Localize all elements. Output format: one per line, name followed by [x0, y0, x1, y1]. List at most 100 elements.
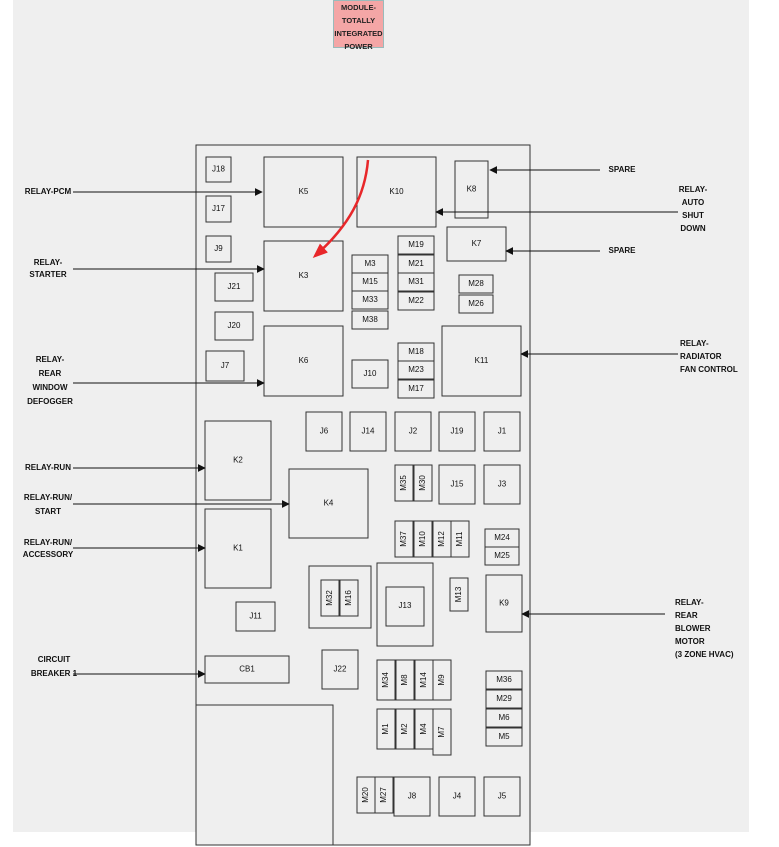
callout-line: RADIATOR	[680, 352, 722, 361]
component-M30-box	[413, 464, 433, 502]
callout-line: AUTO	[682, 198, 705, 207]
component-J7-box	[205, 350, 245, 382]
component-M19: M19	[397, 235, 435, 255]
component-M16-box	[339, 579, 359, 617]
component-M35-label: M35	[399, 475, 408, 491]
component-K1-box	[204, 508, 272, 589]
component-M35-box	[394, 464, 414, 502]
module-title-line-1: MODULE-	[341, 3, 376, 12]
component-K3-label: K3	[299, 271, 309, 280]
callout-line: RELAY-PCM	[25, 187, 72, 196]
component-M23-label: M23	[408, 365, 424, 374]
component-J8: J8	[393, 776, 431, 817]
component-M22-label: M22	[408, 296, 424, 305]
component-M9: M9	[432, 659, 452, 701]
component-M1-box	[376, 708, 396, 750]
component-J20-label: J20	[228, 321, 241, 330]
component-J7: J7	[205, 350, 245, 382]
component-M3-label: M3	[364, 259, 376, 268]
component-K2: K2	[204, 420, 272, 501]
component-J15-box	[438, 464, 476, 505]
component-M31-box	[397, 272, 435, 292]
component-K6-box	[263, 325, 344, 397]
component-K4-label: K4	[324, 499, 334, 508]
component-K5-box	[263, 156, 344, 228]
callout-line: START	[35, 507, 61, 516]
component-M36-box	[485, 670, 523, 690]
component-M11-box	[450, 520, 470, 558]
callout-line: RELAY-RUN/	[24, 538, 73, 547]
component-M10-box	[413, 520, 433, 558]
component-M34: M34	[376, 659, 396, 701]
module-title-line-4: POWER	[344, 42, 373, 51]
component-J10: J10	[351, 359, 389, 389]
callout-relay-starter: RELAY-STARTER	[29, 258, 66, 279]
component-J18-box	[205, 156, 232, 183]
component-M11-label: M11	[455, 531, 464, 547]
callout-line: MOTOR	[675, 637, 705, 646]
component-M28: M28	[458, 274, 494, 294]
component-J9-box	[205, 235, 232, 263]
component-J2-box	[394, 411, 432, 452]
component-J19: J19	[438, 411, 476, 452]
component-M29-box	[485, 689, 523, 709]
component-M22: M22	[397, 291, 435, 311]
component-J2-label: J2	[409, 427, 418, 436]
callout-relay-run-accessory: RELAY-RUN/ACCESSORY	[23, 538, 74, 559]
component-J8-label: J8	[408, 792, 417, 801]
callout-relay-pcm: RELAY-PCM	[25, 187, 72, 196]
component-M18-label: M18	[408, 347, 424, 356]
component-J4-box	[438, 776, 476, 817]
component-J9: J9	[205, 235, 232, 263]
callout-line: RELAY-	[679, 185, 708, 194]
component-J19-label: J19	[451, 427, 464, 436]
callout-line: SPARE	[609, 165, 637, 174]
component-J17: J17	[205, 195, 232, 223]
component-J4-label: J4	[453, 792, 462, 801]
callout-line: STARTER	[29, 270, 66, 279]
component-K11: K11	[441, 325, 522, 397]
component-M22-box	[397, 291, 435, 311]
component-M15: M15	[351, 272, 389, 292]
component-J14-label: J14	[362, 427, 375, 436]
component-M20-label: M20	[361, 787, 370, 803]
component-J6-box	[305, 411, 343, 452]
component-M31-label: M31	[408, 277, 424, 286]
component-M28-box	[458, 274, 494, 294]
component-M26-box	[458, 294, 494, 314]
component-J10-box	[351, 359, 389, 389]
component-M34-box	[376, 659, 396, 701]
callout-relay-run-start: RELAY-RUN/START	[24, 493, 73, 516]
component-J13-label: J13	[399, 601, 412, 610]
component-M9-label: M9	[437, 674, 446, 686]
component-M17-label: M17	[408, 384, 424, 393]
component-J15-label: J15	[451, 480, 464, 489]
component-J1-label: J1	[498, 427, 507, 436]
component-M37-label: M37	[399, 531, 408, 547]
component-J3: J3	[483, 464, 521, 505]
component-M37-box	[394, 520, 414, 558]
component-M17-box	[397, 379, 435, 399]
component-M2: M2	[395, 708, 415, 750]
component-M8-label: M8	[400, 674, 409, 686]
component-K9-label: K9	[499, 599, 509, 608]
callout-line: SHUT	[682, 211, 704, 220]
component-J18-label: J18	[212, 165, 225, 174]
callout-line: REAR	[39, 369, 62, 378]
component-J11-box	[235, 601, 276, 632]
component-K8-box	[454, 160, 489, 219]
component-M21-label: M21	[408, 259, 424, 268]
component-M25: M25	[484, 546, 520, 566]
component-M6-box	[485, 708, 523, 728]
component-M4-label: M4	[419, 723, 428, 735]
component-M37: M37	[394, 520, 414, 558]
component-J3-label: J3	[498, 480, 507, 489]
component-M36: M36	[485, 670, 523, 690]
component-M16: M16	[339, 579, 359, 617]
component-M20: M20	[356, 776, 376, 814]
component-M13-label: M13	[454, 586, 463, 602]
component-M3: M3	[351, 254, 389, 274]
